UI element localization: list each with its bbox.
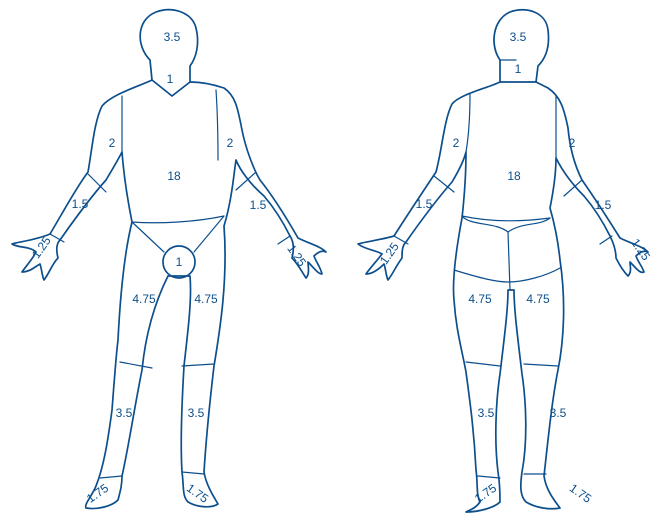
front-genital-label: 1 — [176, 255, 183, 269]
front-head-label: 3.5 — [164, 30, 181, 44]
front-labels: 3.5 1 18 2 2 1.5 1.5 1.25 1.25 1 4.75 4.… — [29, 30, 309, 506]
back-trunk-label: 18 — [507, 169, 521, 183]
front-leg-left-label: 3.5 — [116, 406, 133, 420]
front-figure: 3.5 1 18 2 2 1.5 1.5 1.25 1.25 1 4.75 4.… — [12, 10, 326, 509]
front-thigh-left-label: 4.75 — [132, 292, 156, 306]
back-neck-label: 1 — [515, 62, 522, 76]
back-segment-lines — [394, 94, 612, 478]
front-body-outline — [12, 80, 326, 509]
back-foot-left-label: 1.75 — [472, 481, 499, 506]
front-hand-right-label: 1.25 — [284, 242, 309, 269]
back-thigh-left-label: 4.75 — [468, 292, 492, 306]
back-foot-right-label: 1.75 — [567, 481, 594, 506]
back-body-outline — [358, 82, 648, 512]
back-labels: 3.5 1 18 2 2 1.5 1.5 1.25 1.25 4.75 4.75… — [377, 30, 653, 506]
back-forearm-right-label: 1.5 — [595, 198, 612, 212]
back-upper-arm-left-label: 2 — [453, 136, 460, 150]
back-upper-arm-right-label: 2 — [569, 136, 576, 150]
back-leg-left-label: 3.5 — [478, 406, 495, 420]
back-figure: 3.5 1 18 2 2 1.5 1.5 1.25 1.25 4.75 4.75… — [358, 10, 653, 512]
back-forearm-left-label: 1.5 — [416, 197, 433, 211]
back-head-label: 3.5 — [510, 30, 527, 44]
back-hand-right-label: 1.25 — [628, 236, 653, 263]
front-segment-lines — [50, 80, 290, 478]
front-upper-arm-left-label: 2 — [109, 136, 116, 150]
front-forearm-right-label: 1.5 — [250, 198, 267, 212]
front-neck-label: 1 — [167, 72, 174, 86]
front-thigh-right-label: 4.75 — [194, 292, 218, 306]
back-leg-right-label: 3.5 — [550, 406, 567, 420]
back-thigh-right-label: 4.75 — [526, 292, 550, 306]
front-forearm-left-label: 1.5 — [72, 197, 89, 211]
front-leg-right-label: 3.5 — [188, 406, 205, 420]
front-trunk-label: 18 — [167, 169, 181, 183]
front-upper-arm-right-label: 2 — [227, 136, 234, 150]
